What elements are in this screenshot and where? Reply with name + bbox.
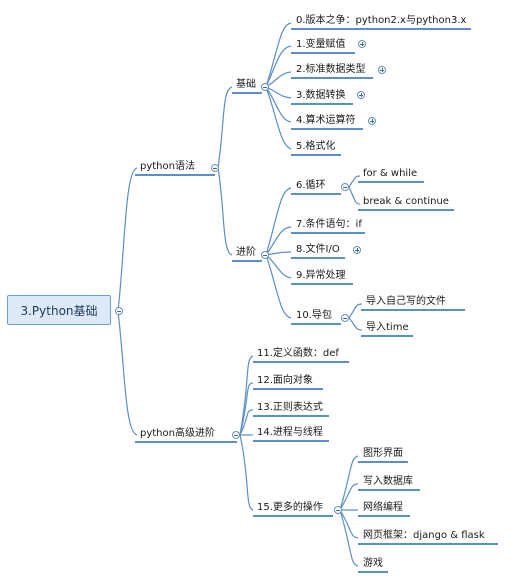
subtopic-break-continue[interactable]: break & continue xyxy=(363,196,449,207)
subtopic-underline xyxy=(358,209,454,211)
subtopic-underline xyxy=(358,515,410,517)
expand-icon[interactable] xyxy=(353,246,361,254)
topic-underline xyxy=(291,28,471,30)
branch-python-syntax[interactable]: python语法 xyxy=(140,161,195,172)
collapse-icon[interactable] xyxy=(341,314,349,322)
topic-regex[interactable]: 13.正则表达式 xyxy=(257,402,323,413)
subtopic-underline xyxy=(358,181,424,183)
collapse-icon[interactable] xyxy=(261,251,269,259)
collapse-icon[interactable] xyxy=(232,431,240,439)
root-label: 3.Python基础 xyxy=(20,303,98,318)
subtopic-database[interactable]: 写入数据库 xyxy=(363,476,413,487)
topic-underline xyxy=(291,52,355,54)
subtopic-underline xyxy=(361,335,413,337)
topic-underline xyxy=(291,103,353,105)
branch-basic[interactable]: 基础 xyxy=(236,79,256,90)
subtopic-import-own[interactable]: 导入自己写的文件 xyxy=(366,296,446,307)
subtopic-web-framework[interactable]: 网页框架：django & flask xyxy=(363,530,485,541)
subtopic-underline xyxy=(361,309,465,311)
topic-oop[interactable]: 12.面向对象 xyxy=(257,375,313,386)
subtopic-game[interactable]: 游戏 xyxy=(363,558,383,569)
topic-import[interactable]: 10.导包 xyxy=(296,310,332,321)
topic-conversion[interactable]: 3.数据转换 xyxy=(296,90,346,101)
expand-icon[interactable] xyxy=(378,66,386,74)
collapse-icon[interactable] xyxy=(115,307,123,315)
root-node[interactable]: 3.Python基础 xyxy=(7,295,111,325)
collapse-icon[interactable] xyxy=(261,83,269,91)
branch-advanced[interactable]: 进阶 xyxy=(236,247,256,258)
topic-def[interactable]: 11.定义函数：def xyxy=(257,348,339,359)
subtopic-import-time[interactable]: 导入time xyxy=(366,322,409,333)
branch-underline xyxy=(135,174,215,176)
topic-underline xyxy=(291,323,341,325)
expand-icon[interactable] xyxy=(358,40,366,48)
subtopic-underline xyxy=(358,571,388,573)
subtopic-gui[interactable]: 图形界面 xyxy=(363,448,403,459)
topic-underline xyxy=(291,77,373,79)
collapse-icon[interactable] xyxy=(334,506,342,514)
subtopic-underline xyxy=(358,461,408,463)
topic-underline xyxy=(291,257,345,259)
topic-arithmetic[interactable]: 4.算术运算符 xyxy=(296,115,356,126)
topic-more[interactable]: 15.更多的操作 xyxy=(257,502,323,513)
topic-underline xyxy=(291,283,353,285)
topic-loop[interactable]: 6.循环 xyxy=(296,180,326,191)
branch-python-advanced[interactable]: python高级进阶 xyxy=(140,428,215,439)
expand-icon[interactable] xyxy=(357,91,365,99)
topic-datatypes[interactable]: 2.标准数据类型 xyxy=(296,64,366,75)
topic-format[interactable]: 5.格式化 xyxy=(296,141,336,152)
topic-underline xyxy=(253,515,333,517)
topic-file-io[interactable]: 8.文件I/O xyxy=(296,244,340,255)
expand-icon[interactable] xyxy=(368,117,376,125)
topic-underline xyxy=(291,232,365,234)
subtopic-underline xyxy=(358,489,420,491)
topic-condition[interactable]: 7.条件语句：if xyxy=(296,219,362,230)
branch-underline xyxy=(232,92,262,94)
topic-underline xyxy=(291,154,341,156)
topic-underline xyxy=(291,193,341,195)
topic-underline xyxy=(253,440,329,442)
branch-underline xyxy=(232,260,262,262)
collapse-icon[interactable] xyxy=(211,164,219,172)
branch-underline xyxy=(135,441,237,443)
collapse-icon[interactable] xyxy=(341,183,349,191)
topic-variable[interactable]: 1.变量赋值 xyxy=(296,39,346,50)
subtopic-for-while[interactable]: for & while xyxy=(363,168,418,179)
topic-process-thread[interactable]: 14.进程与线程 xyxy=(257,427,323,438)
subtopic-underline xyxy=(358,543,498,545)
topic-underline xyxy=(253,415,329,417)
topic-version[interactable]: 0.版本之争：python2.x与python3.x xyxy=(296,15,467,26)
topic-underline xyxy=(291,128,363,130)
topic-exception[interactable]: 9.异常处理 xyxy=(296,270,346,281)
subtopic-network[interactable]: 网络编程 xyxy=(363,502,403,513)
topic-underline xyxy=(253,361,349,363)
topic-underline xyxy=(253,388,323,390)
